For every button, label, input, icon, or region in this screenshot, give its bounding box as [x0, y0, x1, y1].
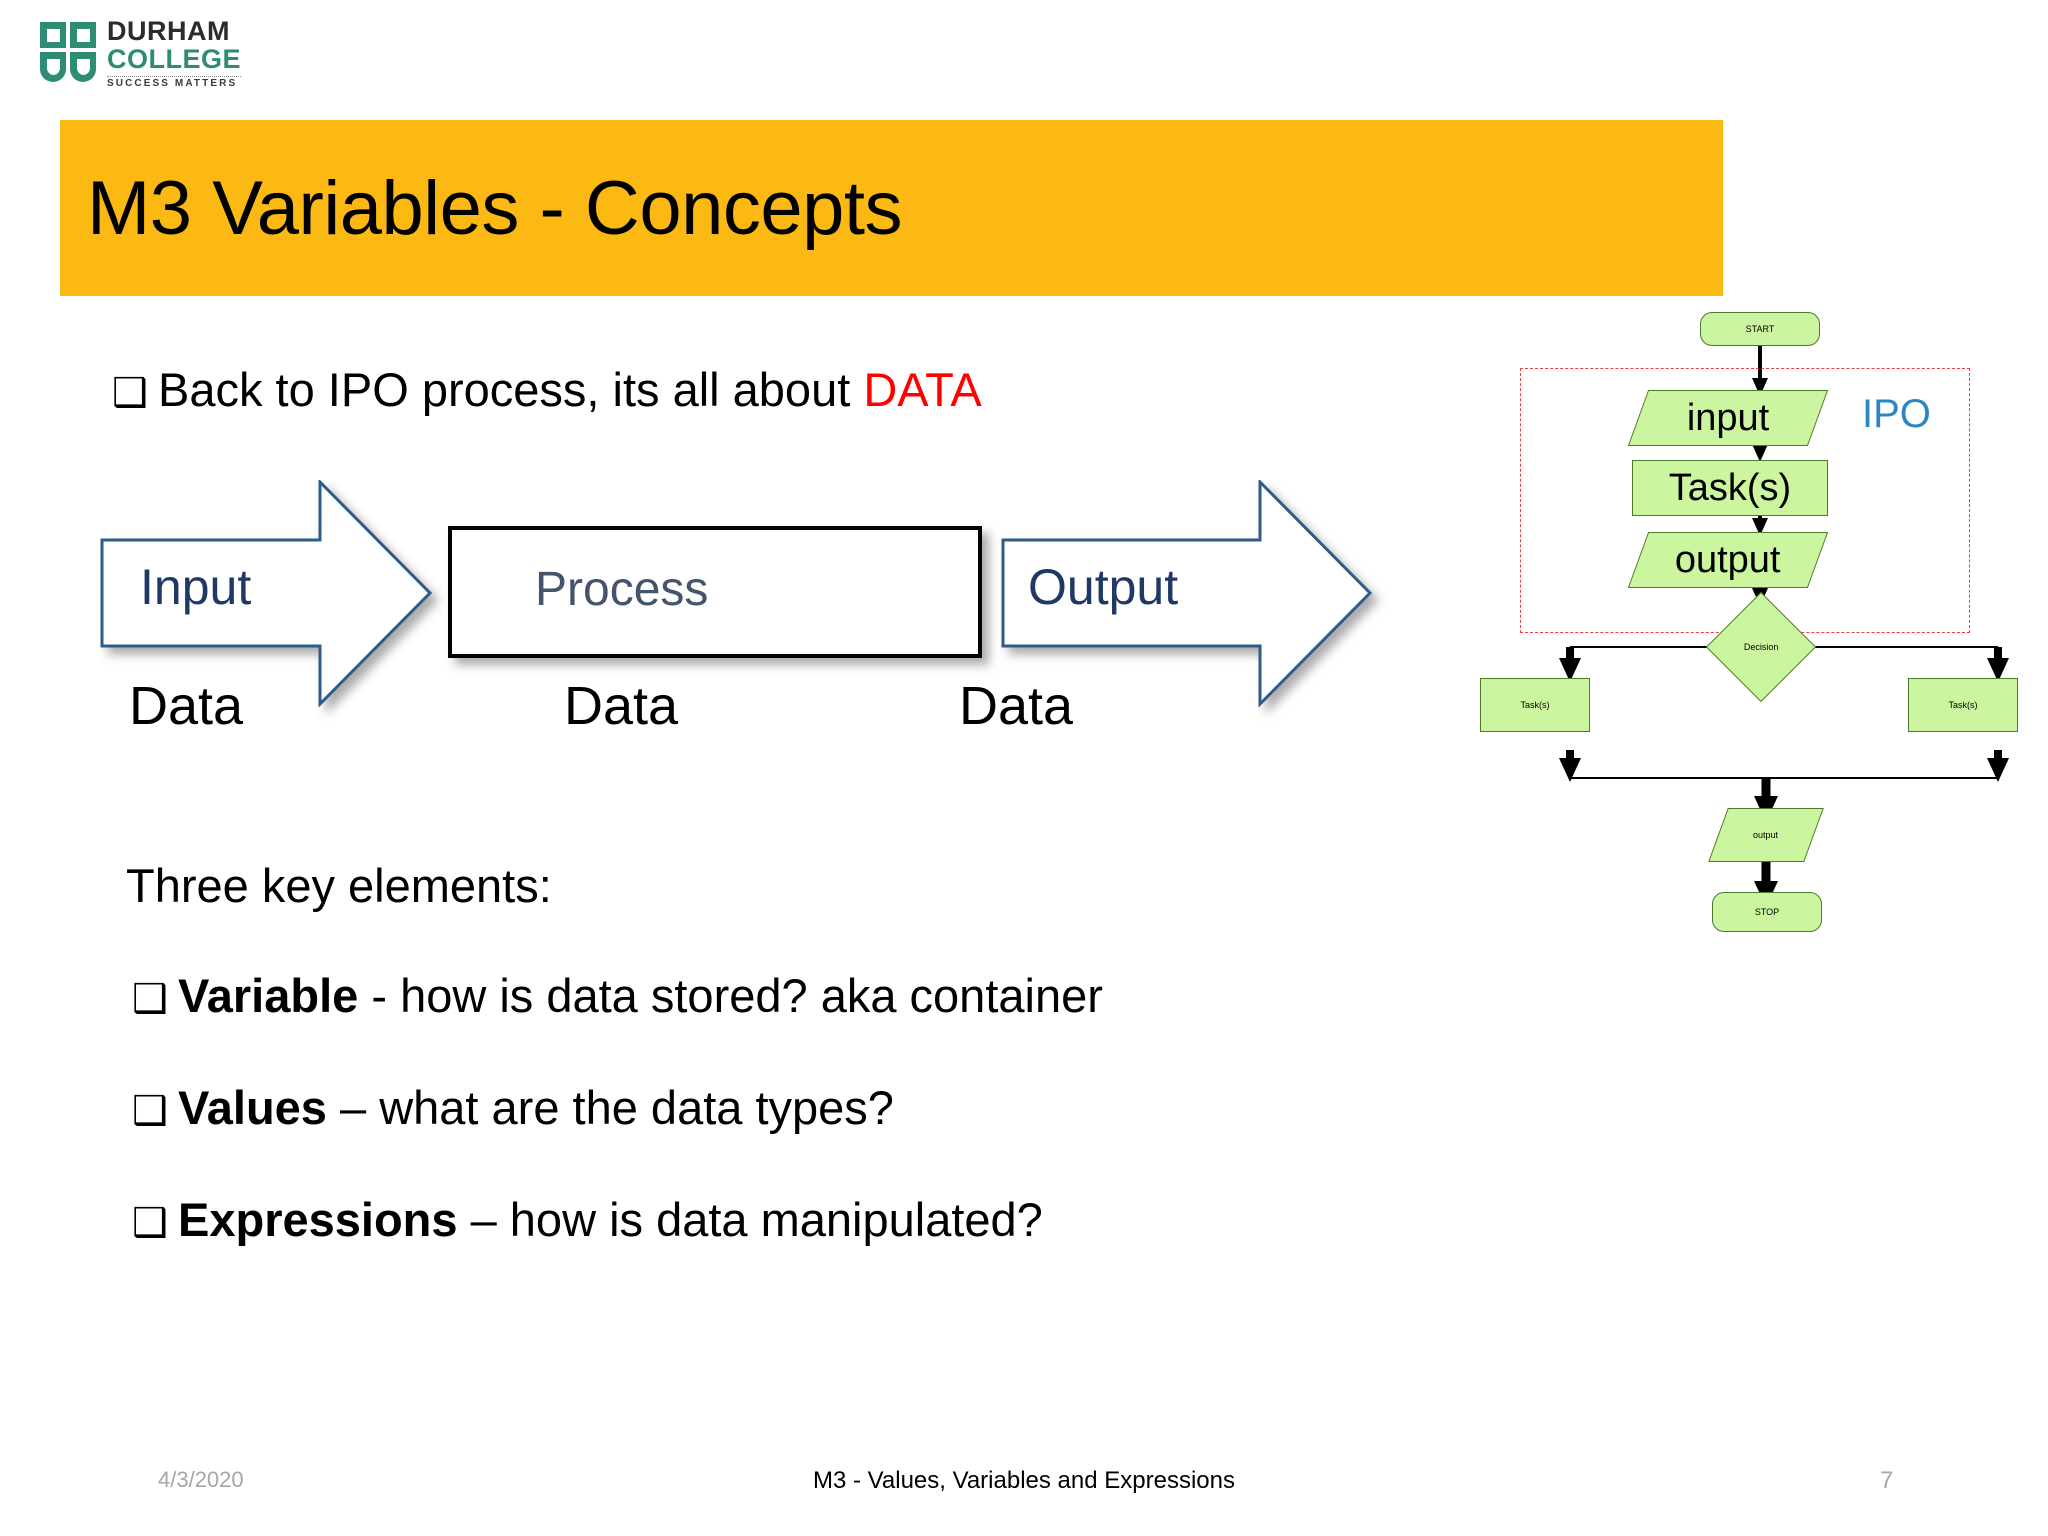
ipo-data-label-process: Data	[564, 676, 679, 736]
checkbox-bullet-icon: ❑	[132, 976, 168, 1022]
bullet-ipo-highlight: DATA	[863, 363, 982, 416]
logo-tagline: SUCCESS MATTERS	[107, 77, 238, 89]
ipo-process-label: Process	[535, 563, 709, 616]
bullet-values-text: Values – what are the data types?	[178, 1080, 894, 1135]
bullet-values: ❑ Values – what are the data types?	[132, 1080, 894, 1135]
flow-node-output-bottom-label: output	[1753, 830, 1779, 840]
bullet-variable-rest: - how is data stored? aka container	[358, 969, 1103, 1022]
ipo-arrow-diagram: Input Process Output Data Data Data	[100, 478, 1530, 770]
logo-line-college: COLLEGE	[107, 43, 242, 74]
bullet-expressions-text: Expressions – how is data manipulated?	[178, 1192, 1043, 1247]
flow-node-task-right: Task(s)	[1908, 678, 2018, 732]
bullet-variable-term: Variable	[178, 969, 359, 1022]
flow-node-output-main-label: output	[1675, 538, 1781, 581]
ipo-data-label-input: Data	[129, 676, 244, 736]
flow-node-input-label: input	[1686, 396, 1770, 439]
bullet-expressions-term: Expressions	[178, 1193, 458, 1246]
flow-node-stop: STOP	[1712, 892, 1822, 932]
ipo-flowchart: IPO START input Task(s) output Decision …	[1480, 300, 2048, 960]
flow-node-task-right-label: Task(s)	[1948, 700, 1978, 710]
bullet-values-term: Values	[178, 1081, 327, 1134]
flow-node-start-label: START	[1745, 324, 1775, 334]
footer-date: 4/3/2020	[158, 1467, 244, 1492]
bullet-expressions-rest: – how is data manipulated?	[457, 1193, 1043, 1246]
ipo-data-label-output: Data	[959, 676, 1074, 736]
bullet-ipo-process: ❑ Back to IPO process, its all about DAT…	[112, 362, 982, 417]
flow-node-start: START	[1700, 312, 1820, 346]
ipo-input-label: Input	[140, 559, 252, 615]
bullet-values-rest: – what are the data types?	[326, 1081, 894, 1134]
flow-node-task-left-label: Task(s)	[1520, 700, 1550, 710]
logo-line-durham: DURHAM	[107, 15, 230, 46]
flow-node-input: input	[1627, 390, 1829, 446]
logo-divider	[107, 75, 241, 77]
page-title: M3 Variables - Concepts	[87, 165, 903, 251]
flow-node-task-left: Task(s)	[1480, 678, 1590, 732]
checkbox-bullet-icon: ❑	[132, 1088, 168, 1134]
ipo-arrow-shapes	[100, 478, 1373, 708]
flow-node-decision-label: Decision	[1743, 641, 1779, 652]
checkbox-bullet-icon: ❑	[132, 1200, 168, 1246]
shield-icon	[38, 20, 98, 86]
ipo-output-label: Output	[1028, 559, 1179, 615]
title-band: M3 Variables - Concepts	[60, 120, 1723, 296]
bullet-variable: ❑ Variable - how is data stored? aka con…	[132, 968, 1103, 1023]
bullet-expressions: ❑ Expressions – how is data manipulated?	[132, 1192, 1043, 1247]
bullet-ipo-text: Back to IPO process, its all about DATA	[158, 362, 982, 417]
footer-subtitle: M3 - Values, Variables and Expressions	[813, 1467, 1235, 1494]
checkbox-bullet-icon: ❑	[112, 370, 148, 416]
flow-node-task-main: Task(s)	[1632, 460, 1828, 516]
durham-college-logo: DURHAM COLLEGE SUCCESS MATTERS	[38, 16, 258, 90]
flow-node-stop-label: STOP	[1754, 907, 1780, 917]
flow-node-output-main: output	[1627, 532, 1829, 588]
footer-page-number: 7	[1880, 1467, 1894, 1494]
flow-node-task-main-label: Task(s)	[1668, 466, 1792, 509]
three-key-elements-heading: Three key elements:	[126, 859, 552, 912]
logo-wordmark: DURHAM COLLEGE SUCCESS MATTERS	[107, 15, 242, 89]
bullet-variable-text: Variable - how is data stored? aka conta…	[178, 968, 1103, 1023]
bullet-ipo-lead: Back to IPO process, its all about	[158, 363, 864, 416]
ipo-tag-label: IPO	[1862, 392, 1931, 436]
flow-node-output-bottom: output	[1708, 808, 1824, 862]
